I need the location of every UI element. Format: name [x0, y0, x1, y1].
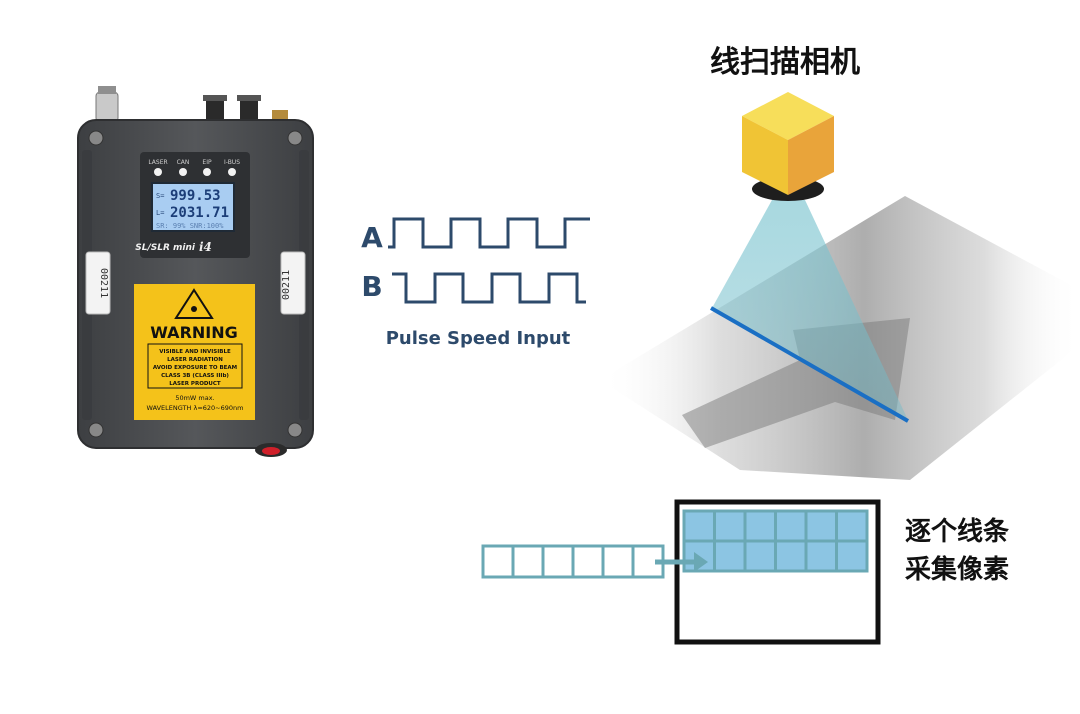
- image-frame: [674, 499, 881, 645]
- pulse-waveforms: A B Pulse Speed Input: [361, 217, 590, 349]
- camera-beam: [712, 200, 908, 420]
- screw-icons: [88, 130, 303, 438]
- lcd-line1-value: 999.53: [170, 188, 221, 204]
- captured-pixel-grid: [682, 509, 869, 573]
- indicator-label-eip: EIP: [202, 159, 212, 166]
- pixel-cell: [743, 509, 777, 543]
- pixel-cell: [774, 509, 808, 543]
- transfer-arrow-icon: [655, 552, 708, 572]
- pixel-cell: [713, 539, 747, 573]
- warning-line-3: AVOID EXPOSURE TO BEAM: [153, 365, 237, 371]
- pixel-cell: [682, 509, 716, 543]
- pixel-cell: [743, 539, 777, 573]
- indicator-label-can: CAN: [177, 159, 190, 166]
- pixel-cell: [835, 539, 869, 573]
- incoming-pixel-cell: [571, 544, 605, 579]
- waveform-a: [388, 217, 590, 249]
- camera-title: 线扫描相机: [710, 45, 860, 80]
- warning-line-4: CLASS 3B (CLASS IIIb): [161, 373, 229, 379]
- serial-right: 00211: [281, 270, 292, 300]
- indicator-leds: [154, 168, 236, 176]
- connector-icons: [95, 86, 288, 124]
- pulse-caption: Pulse Speed Input: [386, 328, 571, 349]
- lcd-line2-value: 2031.71: [170, 205, 229, 221]
- warning-line-1: VISIBLE AND INVISIBLE: [159, 349, 231, 355]
- pixel-cell: [713, 509, 747, 543]
- pixel-cell: [835, 509, 869, 543]
- scan-line: [710, 306, 909, 423]
- indicator-label-laser: LASER: [148, 159, 167, 166]
- lcd-screen: [151, 182, 235, 232]
- channel-b-label: B: [361, 270, 382, 303]
- incoming-pixel-cell: [541, 544, 575, 579]
- warning-wavelength: WAVELENGTH λ=620~690nm: [147, 404, 244, 412]
- lcd-line2-prefix: L=: [156, 209, 164, 217]
- lcd-line1-prefix: S=: [156, 192, 164, 200]
- line-scan-camera-icon: [742, 92, 834, 201]
- serial-left: 00211: [98, 268, 109, 298]
- warning-power: 50mW max.: [175, 394, 214, 402]
- warning-line-5: LASER PRODUCT: [169, 381, 221, 387]
- incoming-pixel-cell: [601, 544, 635, 579]
- incoming-pixel-cell: [511, 544, 545, 579]
- incoming-pixel-cell: [481, 544, 515, 579]
- laser-hazard-icon: [174, 288, 214, 319]
- pixel-cell: [774, 539, 808, 573]
- red-connector-icon: [262, 447, 280, 455]
- model-suffix: i4: [199, 240, 212, 254]
- indicator-label-ibus: I-BUS: [224, 159, 240, 166]
- pixel-caption-line2: 采集像素: [905, 554, 1009, 585]
- warning-line-2: LASER RADIATION: [167, 357, 223, 363]
- model-name: SL/SLR mini: [135, 243, 196, 253]
- incoming-pixel-row: [481, 544, 665, 579]
- pixel-cell: [804, 509, 838, 543]
- pixel-caption-line1: 逐个线条: [905, 517, 1010, 547]
- pixel-cell: [804, 539, 838, 573]
- warning-title: WARNING: [150, 323, 238, 342]
- lcd-line3: SR: 99% SNR:100%: [156, 222, 224, 230]
- channel-a-label: A: [361, 221, 383, 254]
- waveform-b: [392, 272, 586, 304]
- laser-sensor-device: LASER CAN EIP I-BUS S= 999.53 L= 2031.71…: [77, 86, 314, 457]
